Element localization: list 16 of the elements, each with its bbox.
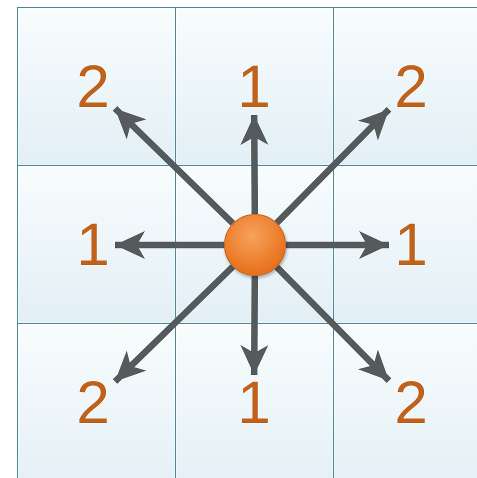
number-label: 2 [71,59,115,115]
arrow [240,276,268,376]
arrow [112,264,236,384]
number-label: 1 [232,59,276,115]
number-label: 2 [71,375,115,431]
number-label: 1 [389,217,433,273]
arrow [274,264,392,383]
number-label: 1 [232,375,276,431]
number-label: 1 [71,217,115,273]
number-label: 2 [389,59,433,115]
arrow [115,231,224,259]
number-label: 2 [389,375,433,431]
arrow [286,231,389,259]
arrow [240,114,268,214]
arrow [274,107,392,226]
arrow [112,106,236,226]
